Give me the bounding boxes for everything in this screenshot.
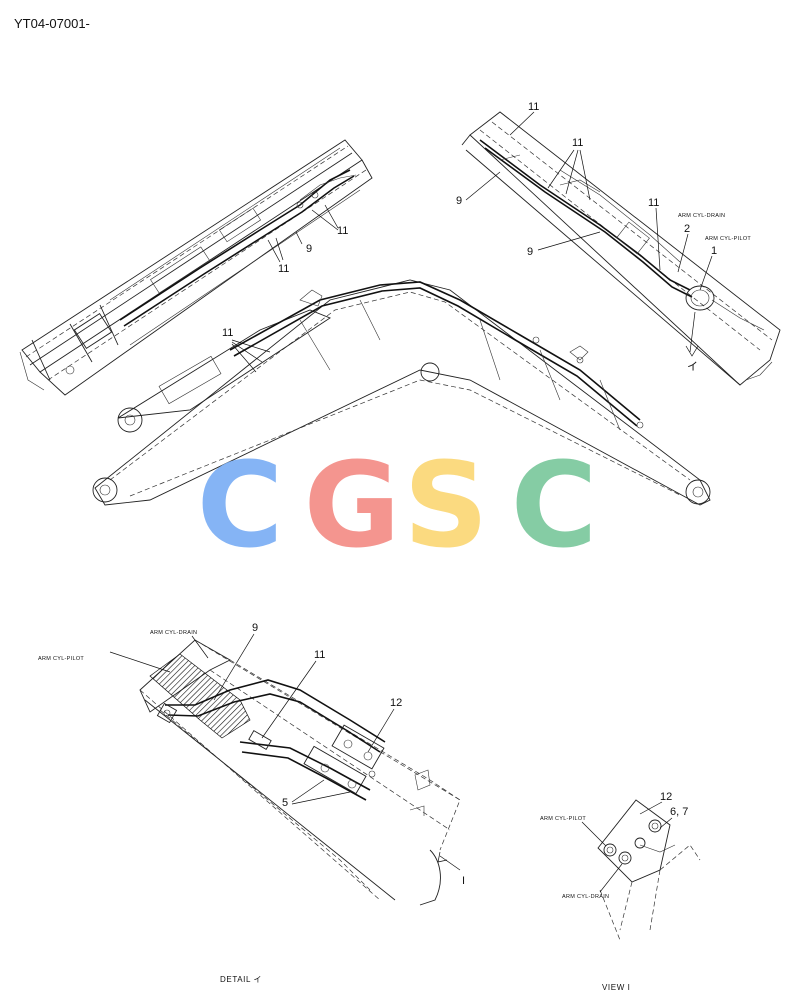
detail-view <box>139 639 461 906</box>
callout-detail-12: 12 <box>390 697 402 709</box>
watermark-letter-s: S <box>404 436 489 574</box>
clamp-group <box>303 724 385 795</box>
watermark-letter-c: C <box>197 436 284 574</box>
callout-upper-right-1: 1 <box>711 245 717 257</box>
watermark-letter-g: G <box>304 436 401 574</box>
callouts-detail: ARM CYL-DRAIN ARM CYL-PILOT 9 11 12 5 I <box>38 622 465 887</box>
callout-upper-right-2: 2 <box>684 223 690 235</box>
callout-detail-11: 11 <box>314 649 325 661</box>
watermark-letter-c: C <box>511 436 598 574</box>
callout-upper-right-9b: 9 <box>527 246 533 258</box>
arm-view-upper-right <box>461 111 781 386</box>
label-arm-cyl-drain-detail: ARM CYL-DRAIN <box>150 630 197 636</box>
arrow-ro-label: イ <box>687 361 698 373</box>
arm-view-upper-left <box>19 139 373 396</box>
callout-view-6-7: 6, 7 <box>670 806 688 818</box>
callout-detail-9: 9 <box>252 622 258 634</box>
callouts-view: 12 6, 7 ARM CYL-PILOT ARM CYL-DRAIN <box>540 791 688 900</box>
label-arm-cyl-drain-view: ARM CYL-DRAIN <box>562 894 609 900</box>
label-arm-cyl-pilot-upper: ARM CYL-PILOT <box>705 236 751 242</box>
callout-upper-right-11a: 11 <box>528 101 539 113</box>
callout-upper-left-11a: 11 <box>337 225 348 237</box>
detail-caption: DETAIL イ <box>220 975 262 984</box>
view-caption: VIEW I <box>602 983 631 992</box>
view-i <box>597 799 701 941</box>
boom-view-center <box>92 279 711 506</box>
label-arm-cyl-drain-upper: ARM CYL-DRAIN <box>678 213 725 219</box>
callout-detail-5: 5 <box>282 797 288 809</box>
label-arm-cyl-pilot-detail: ARM CYL-PILOT <box>38 656 84 662</box>
callout-upper-left-11b: 11 <box>278 263 289 275</box>
callout-upper-left-9: 9 <box>306 243 312 255</box>
label-arm-cyl-pilot-view: ARM CYL-PILOT <box>540 816 586 822</box>
callouts-upper-left: 11 9 11 <box>267 204 348 275</box>
callout-center-11: 11 <box>222 327 233 339</box>
callout-upper-right-11c: 11 <box>648 197 659 209</box>
callouts-center: 11 <box>222 327 271 373</box>
callout-upper-right-11b: 11 <box>572 137 583 149</box>
callout-upper-right-9a: 9 <box>456 195 462 207</box>
callout-view-12: 12 <box>660 791 672 803</box>
document-code: YT04-07001- <box>14 16 90 31</box>
callouts-upper-right: 11 11 9 9 11 2 1 ARM CYL-DRAIN ARM CYL-P… <box>456 101 751 373</box>
arrow-i-label: I <box>462 875 465 887</box>
